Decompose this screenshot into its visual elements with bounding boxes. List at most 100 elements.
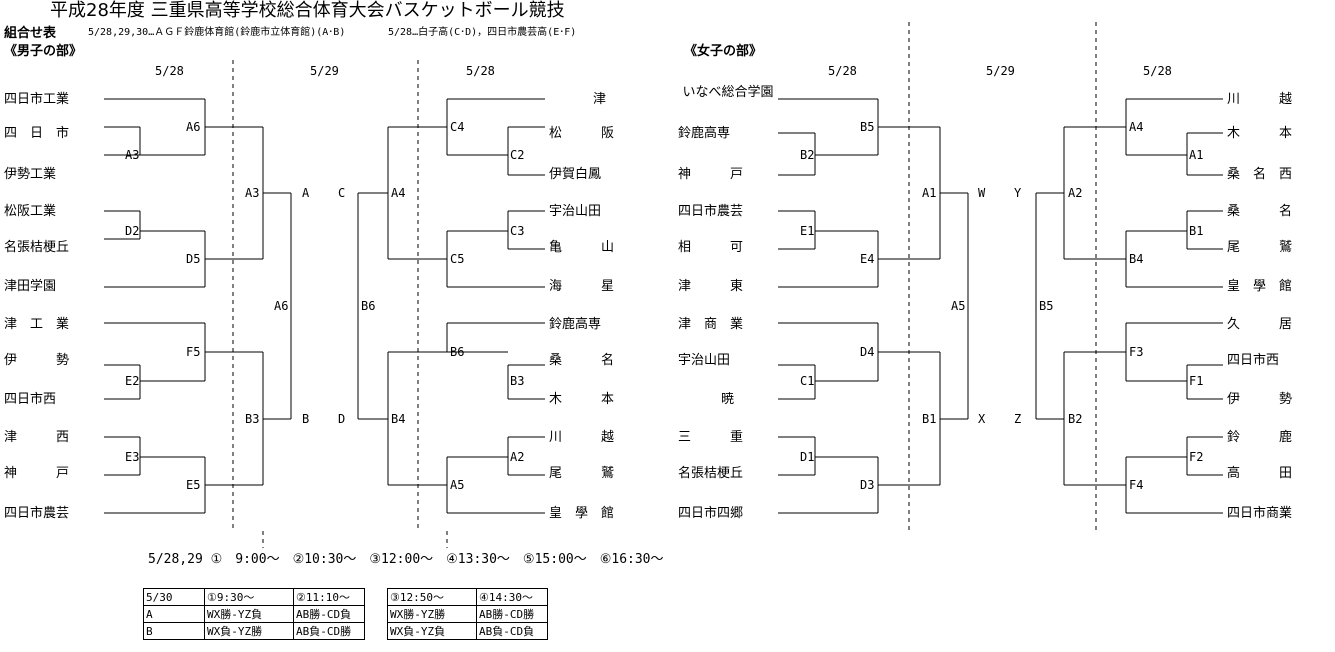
game-label: F3 [1129,345,1144,359]
page-title: 平成28年度 三重県高等学校総合体育大会バスケットボール競技 [50,0,565,21]
game-label: A3 [245,186,260,200]
schedule-cell: B [143,622,205,640]
team-name: 海 星 [549,279,615,294]
game-label: A5 [951,299,966,313]
final-letter: D [338,412,346,426]
team-name: 名張桔梗丘 [4,240,70,255]
boys-section-title: 《男子の部》 [4,44,83,59]
final-letter: A [302,186,310,200]
game-label: A1 [1189,148,1204,162]
date-header: 5/28 [155,64,184,78]
game-label: B6 [450,345,465,359]
game-label: A5 [450,478,465,492]
game-label: D5 [186,252,201,266]
date-header: 5/28 [466,64,495,78]
team-name: 伊 勢 [4,353,70,368]
team-name: 伊 勢 [1227,392,1293,407]
schedule-cell: AB勝-CD負 [293,605,365,623]
game-label: B2 [800,148,815,162]
final-letter: Y [1014,186,1022,200]
team-name: 川 越 [549,430,615,445]
team-name: 四 日 市 [4,126,70,141]
schedule-table-left: 5/30 ①9:30～ ②11:10～ A WX勝-YZ負 AB勝-CD負 B … [143,588,365,640]
team-name: 尾 鷲 [1227,240,1293,255]
team-name: 三 重 [678,430,744,445]
team-name: 相 可 [678,240,744,255]
schedule-cell: WX勝-YZ勝 [387,605,477,623]
date-header: 5/28 [1143,64,1172,78]
team-name: 四日市西 [4,392,57,407]
game-label: E5 [186,478,201,492]
team-name: 伊賀白鳳 [549,167,602,182]
game-label: A6 [186,120,201,134]
game-label: F2 [1189,450,1204,464]
final-letter: W [978,186,986,200]
game-label: E2 [125,374,140,388]
game-label: D4 [860,345,875,359]
game-label: B3 [245,412,260,426]
schedule-cell: WX勝-YZ負 [204,605,294,623]
game-label: C4 [450,120,465,134]
game-label: A3 [125,148,140,162]
girls-section-title: 《女子の部》 [684,44,763,59]
game-label: A4 [1129,120,1144,134]
game-label: C3 [510,224,525,238]
team-name: 木 本 [549,392,615,407]
game-label: F5 [186,345,201,359]
team-name: 宇治山田 [549,204,602,219]
game-label: F1 [1189,374,1204,388]
team-name: 松阪工業 [4,204,57,219]
team-name: 四日市四郷 [678,506,744,521]
team-name: 神 戸 [678,167,744,182]
subtitle-label: 組合せ表 [4,26,57,41]
schedule-cell: AB勝-CD勝 [476,605,548,623]
team-name: 松 阪 [549,126,615,141]
game-label: A1 [922,186,937,200]
team-name: 尾 鷲 [549,466,615,481]
team-name: 鈴鹿高専 [549,317,602,332]
team-name: 亀 山 [549,240,615,255]
team-name: 桑 名 [549,353,615,368]
schedule-header: 5/30 [143,588,205,606]
game-label: E4 [860,252,875,266]
schedule-cell: WX負-YZ勝 [204,622,294,640]
game-label: B4 [1129,252,1144,266]
schedule-header: ②11:10～ [293,588,365,606]
team-name: 皇 學 館 [549,506,615,521]
game-label: F4 [1129,478,1144,492]
game-label: D3 [860,478,875,492]
team-name: 四日市西 [1227,353,1280,368]
game-label: B6 [361,299,376,313]
team-name: 皇 學 館 [1227,279,1293,294]
game-label: B5 [860,120,875,134]
final-letter: Z [1014,412,1022,426]
team-name: 久 居 [1227,317,1293,332]
game-label: D2 [125,224,140,238]
game-label: A2 [510,450,525,464]
schedule-cell: AB負-CD勝 [293,622,365,640]
team-name: 神 戸 [4,466,70,481]
team-name: 木 本 [1227,126,1293,141]
date-header: 5/29 [310,64,339,78]
schedule-header: ①9:30～ [204,588,294,606]
game-label: A2 [1068,186,1083,200]
game-label: C1 [800,374,815,388]
team-name: 津 東 [678,279,744,294]
team-name: 四日市農芸 [4,506,70,521]
game-label: E1 [800,224,815,238]
final-letter: C [338,186,346,200]
team-name: 伊勢工業 [4,167,57,182]
team-name: 鈴鹿高専 [678,126,731,141]
game-label: C2 [510,148,525,162]
team-name: 川 越 [1227,92,1293,107]
venue-info-2: 5/28…白子高(C･D)，四日市農芸高(E･F) [388,27,577,38]
team-name: 桑 名 [1227,204,1293,219]
game-label: B2 [1068,412,1083,426]
game-label: B5 [1039,299,1054,313]
team-name: 四日市工業 [4,92,70,107]
game-label: A4 [391,186,406,200]
schedule-table-right: ③12:50～ ④14:30～ WX勝-YZ勝 AB勝-CD勝 WX負-YZ負 … [387,588,548,640]
team-name: 桑 名 西 [1227,167,1293,182]
game-label: B1 [1189,224,1204,238]
